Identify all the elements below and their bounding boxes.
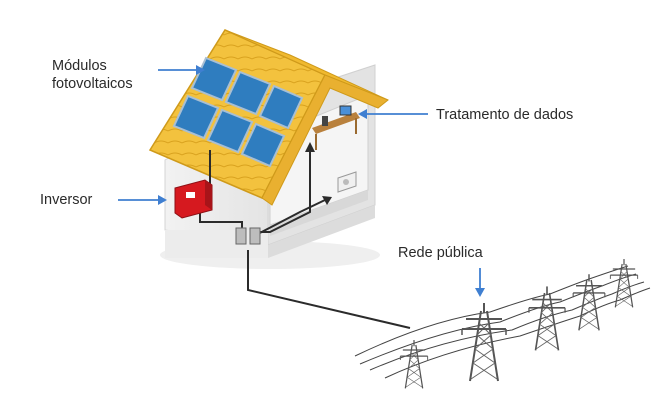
- cable-to-meter: [253, 199, 326, 237]
- house-base-side: [268, 205, 375, 258]
- callout-arrows: [118, 65, 485, 297]
- roof-eave: [261, 74, 389, 206]
- cable-inverter-to-box: [199, 212, 243, 232]
- solar-panel: [206, 108, 254, 154]
- solar-panel: [190, 56, 238, 102]
- solar-panel: [224, 70, 272, 116]
- monitor: [339, 105, 352, 116]
- junction-boxes: [235, 227, 261, 245]
- label-inverter: Inversor: [40, 192, 93, 208]
- arrow-to-meter: [322, 196, 332, 205]
- label-pv-modules: Módulos fotovoltaicos: [52, 57, 133, 93]
- inverter: [174, 179, 213, 219]
- solar-panel: [258, 84, 304, 130]
- computer-desk: [312, 105, 360, 150]
- arrow-to-desk: [305, 142, 315, 152]
- label-pv-modules-line1: Módulos: [52, 58, 107, 74]
- label-data-processing: Tratamento de dados: [436, 107, 574, 123]
- computer-tower: [322, 116, 328, 126]
- transmission-tower: [528, 285, 566, 352]
- solar-panels: [172, 56, 304, 168]
- solar-panel: [240, 122, 286, 168]
- solar-panel: [172, 94, 220, 140]
- power-lines: [354, 265, 651, 379]
- label-public-grid: Rede pública: [398, 245, 483, 261]
- label-pv-modules-line2: fotovoltaicos: [52, 76, 133, 92]
- transmission-tower: [461, 302, 507, 382]
- cable-house-to-grid: [247, 250, 411, 329]
- transmission-tower: [609, 258, 639, 309]
- interior-floor: [270, 190, 368, 236]
- transmission-tower: [399, 339, 429, 390]
- cables: [199, 150, 411, 329]
